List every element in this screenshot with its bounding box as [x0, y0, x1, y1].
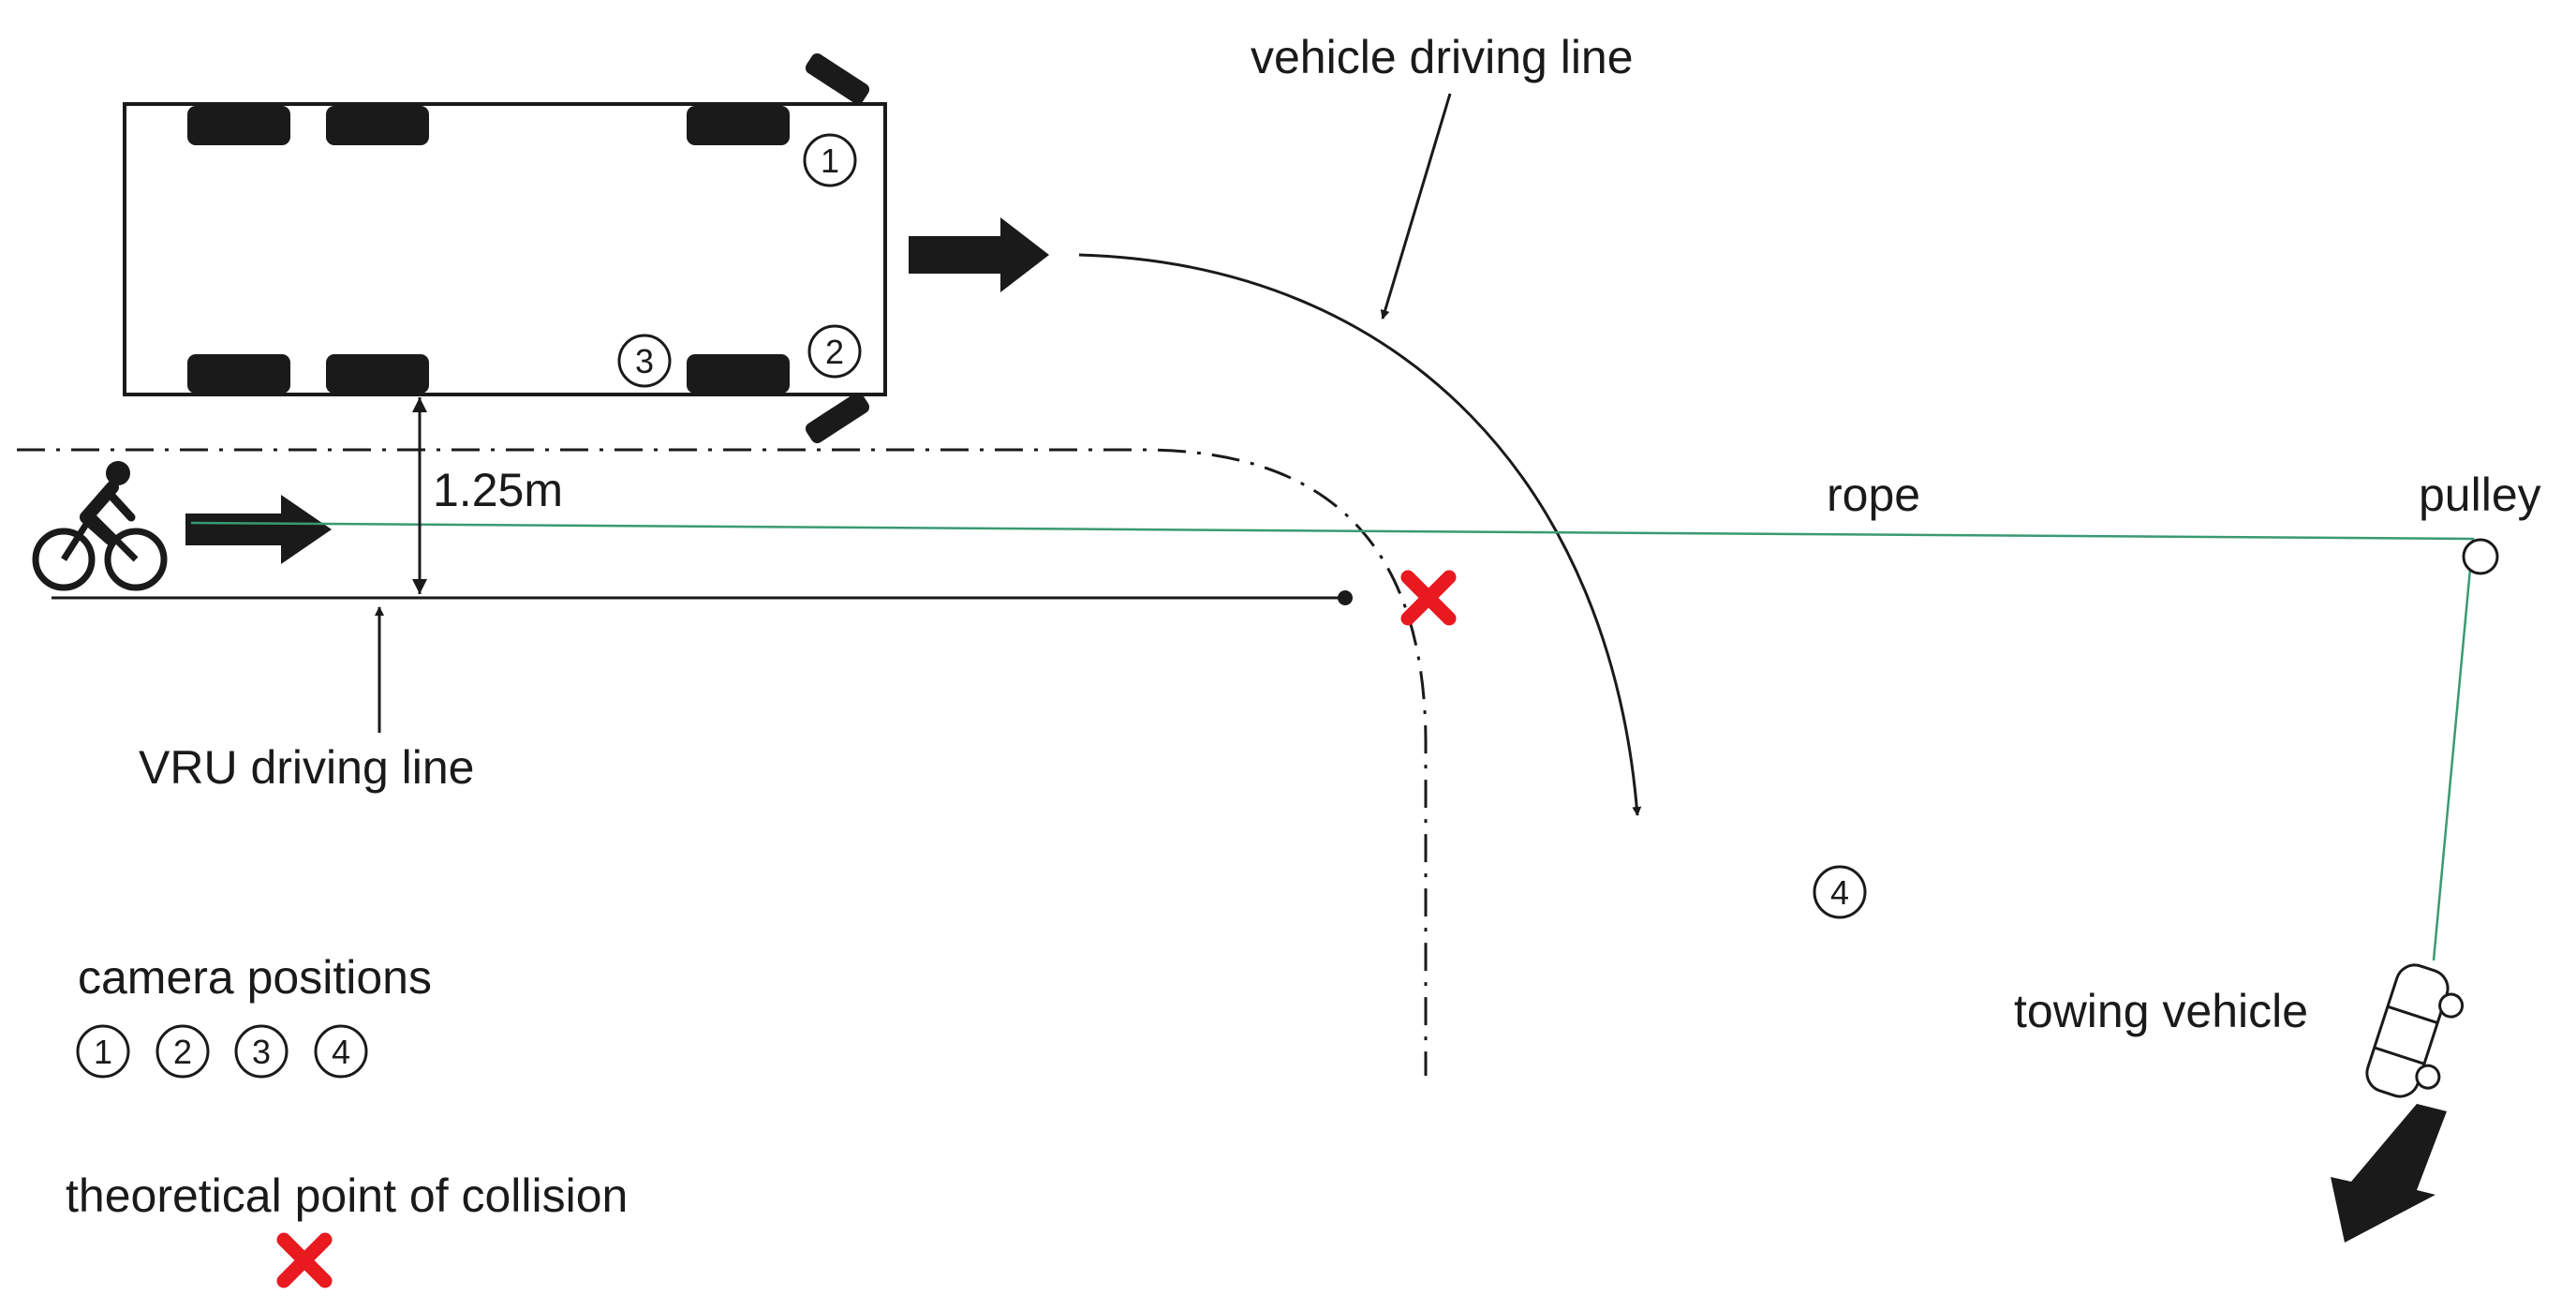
car-outline-icon [2365, 963, 2465, 1098]
camera-number: 4 [332, 1033, 350, 1071]
wheel [187, 106, 290, 145]
vehicle-driving-line-label: vehicle driving line [1251, 31, 1634, 83]
label-pointer [1380, 93, 1452, 320]
dimension-arrowhead-icon [412, 579, 427, 594]
towing-vehicle-label: towing vehicle [2014, 985, 2308, 1037]
wheel [187, 354, 290, 394]
lane-boundary-line [17, 448, 1428, 1076]
camera-marker-3: 3 [617, 334, 672, 388]
camera-number: 1 [94, 1033, 112, 1071]
vehicle-driving-line [1078, 253, 1642, 816]
vru-driving-line-label: VRU driving line [139, 741, 474, 794]
legend-camera-2: 2 [155, 1024, 210, 1079]
cross-mark-icon [1400, 570, 1457, 626]
wheel [326, 106, 429, 145]
legend-camera-3: 3 [234, 1024, 289, 1079]
distance-label: 1.25m [433, 464, 563, 516]
dimension-arrowhead-icon [412, 397, 427, 412]
camera-number: 4 [1830, 873, 1849, 912]
rope-line [190, 521, 2475, 961]
pulley-icon [2462, 538, 2499, 575]
vru-line-end-dot [1338, 590, 1353, 605]
camera-marker-1: 1 [803, 133, 857, 187]
camera-number: 1 [821, 141, 839, 180]
camera-marker-2: 2 [807, 324, 862, 379]
camera-number: 3 [252, 1033, 271, 1071]
bicycle-rider-icon [32, 461, 168, 591]
camera-number: 2 [173, 1033, 192, 1071]
cross-mark-icon [276, 1232, 333, 1288]
pulley-label: pulley [2419, 469, 2541, 521]
side-mirror [805, 393, 870, 443]
vru-direction-arrow-icon [185, 495, 332, 564]
vehicle-direction-arrow-icon [909, 217, 1049, 292]
vehicle-body [123, 102, 887, 396]
camera-marker-4: 4 [1813, 865, 1867, 919]
legend-camera-1: 1 [76, 1024, 130, 1079]
camera-positions-label: camera positions [78, 951, 432, 1004]
side-mirror [805, 53, 870, 104]
collision-point-label: theoretical point of collision [66, 1169, 628, 1222]
camera-number: 2 [825, 333, 844, 371]
rope-label: rope [1827, 469, 1920, 521]
legend-camera-4: 4 [314, 1024, 368, 1079]
wheel [687, 106, 790, 145]
wheel [687, 354, 790, 394]
test-vehicle [123, 53, 887, 443]
camera-number: 3 [635, 342, 654, 380]
towing-direction-arrow-icon [2331, 1104, 2447, 1243]
wheel [326, 354, 429, 394]
